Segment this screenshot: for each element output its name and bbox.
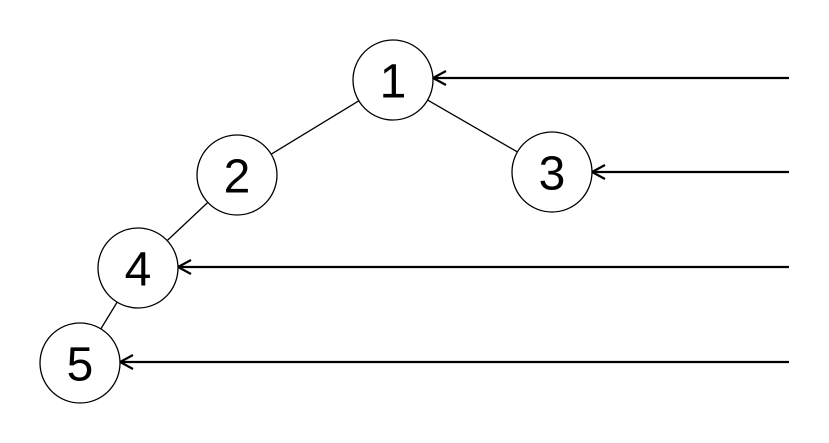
node-circle bbox=[196, 134, 278, 216]
tree-node-5: 5 bbox=[39, 322, 121, 404]
right-view-arrow-to-1 bbox=[430, 70, 789, 86]
node-label: 1 bbox=[380, 56, 407, 109]
tree-edge-2-4 bbox=[166, 201, 209, 242]
node-label: 4 bbox=[125, 244, 152, 297]
node-circle bbox=[352, 39, 434, 121]
right-view-arrow-to-3 bbox=[589, 164, 789, 180]
node-label: 3 bbox=[539, 148, 566, 201]
node-label: 5 bbox=[67, 339, 94, 392]
tree-edge-4-5 bbox=[100, 301, 118, 330]
right-view-arrow-to-5 bbox=[117, 354, 789, 370]
tree-node-2: 2 bbox=[196, 134, 278, 216]
tree-node-1: 1 bbox=[352, 39, 434, 121]
node-circle bbox=[511, 131, 593, 213]
node-circle bbox=[39, 322, 121, 404]
tree-node-3: 3 bbox=[511, 131, 593, 213]
tree-edge-1-2 bbox=[270, 100, 360, 155]
node-label: 2 bbox=[224, 151, 251, 204]
node-circle bbox=[97, 227, 179, 309]
right-view-arrow-to-4 bbox=[175, 259, 789, 275]
tree-edge-1-3 bbox=[427, 99, 518, 153]
tree-node-4: 4 bbox=[97, 227, 179, 309]
